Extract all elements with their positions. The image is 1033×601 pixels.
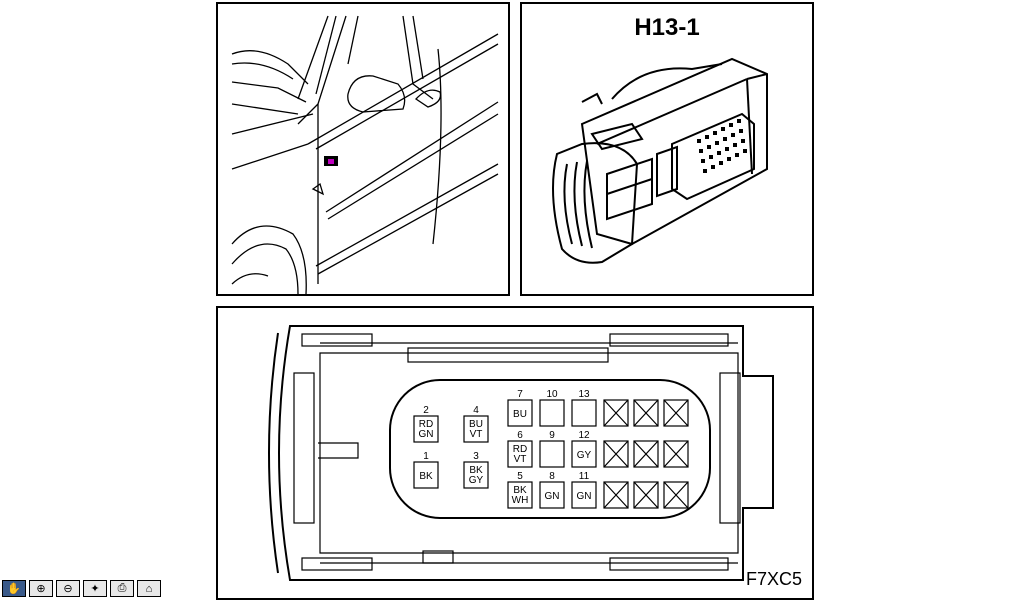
pin-number: 9 <box>549 430 555 441</box>
diagram-code: F7XC5 <box>745 569 802 589</box>
pin-number: 11 <box>579 471 590 482</box>
pin-number: 13 <box>578 389 590 400</box>
wire-color-label: BK <box>469 465 483 476</box>
pin-number: 12 <box>578 430 590 441</box>
wire-color-label: VT <box>470 429 483 440</box>
wire-color-label: GN <box>419 429 434 440</box>
wire-color-label: VT <box>514 454 527 465</box>
viewer-toolbar: ✋ ⊕ ⊖ ✦ ⎙ ⌂ <box>2 580 164 598</box>
pan-icon[interactable]: ✋ <box>2 580 26 597</box>
pin-10: 10 <box>539 389 565 427</box>
wire-color-label: GY <box>577 450 592 461</box>
pin-number: 7 <box>517 389 523 400</box>
wire-color-label: WH <box>512 495 529 506</box>
pin-number: 5 <box>517 471 523 482</box>
wire-color-label: GN <box>577 491 592 502</box>
wire-color-label: RD <box>513 444 527 455</box>
pin-number: 2 <box>423 405 429 416</box>
zoom-out-icon[interactable]: ⊖ <box>56 580 80 597</box>
location-view-panel <box>216 2 510 296</box>
car-door-illustration <box>231 15 499 294</box>
select-icon[interactable]: ✦ <box>83 580 107 597</box>
wire-color-label: BU <box>513 409 527 420</box>
pin-number: 3 <box>473 451 479 462</box>
connector-view-panel: H13-1 <box>520 2 814 296</box>
pin-number: 1 <box>423 451 429 462</box>
connector-face-diagram: 2RDGN1BK4BUVT3BKGY7BU6RDVT5BKWH1098GN131… <box>268 325 774 581</box>
pin-number: 10 <box>546 389 558 400</box>
pin-8: 8GN <box>539 471 565 509</box>
pin-7: 7BU <box>507 389 533 427</box>
pin-number: 6 <box>517 430 523 441</box>
pin-13: 13 <box>571 389 597 427</box>
wire-color-label: RD <box>419 419 433 430</box>
pin-number: 8 <box>549 471 555 482</box>
wire-color-label: BK <box>419 471 433 482</box>
pins-layer: 2RDGN1BK4BUVT3BKGY7BU6RDVT5BKWH1098GN131… <box>413 389 597 509</box>
zoom-in-icon[interactable]: ⊕ <box>29 580 53 597</box>
pin-1: 1BK <box>413 451 439 489</box>
wire-color-label: BU <box>469 419 483 430</box>
pin-number: 4 <box>473 405 479 416</box>
connector-3d-illustration <box>552 57 768 264</box>
wire-color-label: GN <box>545 491 560 502</box>
wire-color-label: BK <box>513 485 527 496</box>
connector-title: H13-1 <box>634 14 700 41</box>
pin-9: 9 <box>539 430 565 468</box>
home-icon[interactable]: ⌂ <box>137 580 161 597</box>
print-icon[interactable]: ⎙ <box>110 580 134 597</box>
wire-color-label: GY <box>469 475 484 486</box>
